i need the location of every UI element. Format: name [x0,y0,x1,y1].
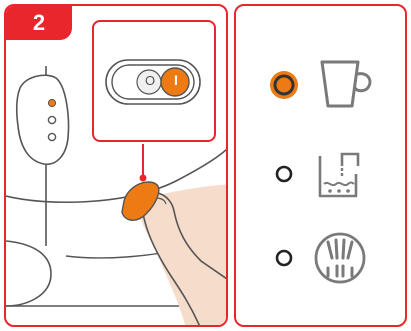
step-number-badge: 2 [6,6,72,40]
machine-illustration [6,66,226,325]
switch-off-symbol: O [144,73,156,88]
indicator-light-descale [275,165,293,183]
cup-icon [320,60,372,108]
switch-zoom-inset: O I [92,20,216,142]
steam-icon [314,232,366,284]
descale-icon [318,152,360,198]
indicator-lights-panel [234,4,407,327]
power-button-pressed [121,181,160,221]
side-control-plate [15,74,70,165]
step-illustration-panel: 2 [4,4,228,327]
switch-on-symbol: I [174,72,178,88]
indicator-icons [270,60,372,284]
indicator-light-cup-active [270,71,298,99]
power-switch [105,59,201,105]
indicator-light-steam [275,249,293,267]
